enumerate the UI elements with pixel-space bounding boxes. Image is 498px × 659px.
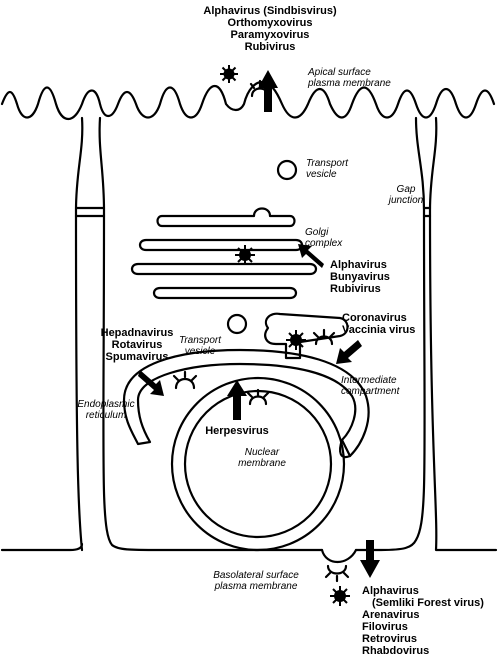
virus-particle-apical [220, 65, 238, 83]
label-line: Alphavirus [330, 259, 387, 271]
label-line: plasma membrane [307, 78, 391, 89]
label-line: (Semliki Forest virus) [372, 597, 484, 609]
label-line: Rubivirus [330, 283, 381, 295]
virus-particle-intermediate [286, 330, 306, 350]
label-line: Hepadnavirus [101, 327, 174, 339]
left-lateral-membrane [76, 118, 82, 550]
label-line: Paramyxovirus [231, 29, 310, 41]
arrow-intermediate-budding [336, 340, 362, 364]
label-line: Rubivirus [245, 41, 296, 53]
transport-vesicle-mid [228, 315, 246, 333]
golgi-cisterna-2 [140, 240, 302, 250]
label-line: Nuclear [245, 447, 280, 458]
golgi-cisterna-1 [158, 209, 295, 227]
gap-junction-left [76, 208, 104, 216]
arrow-er-budding [138, 370, 164, 396]
golgi-cisterna-3 [132, 264, 316, 274]
label-line: vesicle [185, 346, 216, 357]
arrow-basolateral-release [360, 540, 380, 578]
label-line: reticulum [86, 410, 127, 421]
virus-particle-golgi [235, 245, 255, 265]
right-lateral-membrane-outer [430, 118, 496, 550]
label-line: Alphavirus (Sindbisvirus) [203, 5, 337, 17]
label-line: Alphavirus [362, 585, 419, 597]
label-line: Gap [397, 184, 416, 195]
label-line: Spumavirus [106, 351, 169, 363]
label-line: Bunyavirus [330, 271, 390, 283]
label-line: Rhabdovirus [362, 645, 429, 657]
label-line: Retrovirus [362, 633, 417, 645]
label-line: Vaccinia virus [342, 324, 415, 336]
label-line: Transport [306, 158, 349, 169]
transport-vesicle-top [278, 161, 296, 179]
apical-plasma-membrane [2, 82, 494, 119]
label-line: Transport [179, 335, 222, 346]
label-line: compartment [341, 386, 401, 397]
budding-virus-er-left [174, 372, 196, 388]
arrow-nucleus-budding [227, 380, 247, 420]
label-line: Arenavirus [362, 609, 419, 621]
budding-virus-intermediate [314, 330, 334, 344]
basolateral-plasma-membrane [322, 550, 356, 562]
label-line: Golgi [305, 227, 329, 238]
label-line: membrane [238, 458, 286, 469]
label-line: vesicle [306, 169, 337, 180]
label-line: Herpesvirus [205, 425, 269, 437]
label-line: Filovirus [362, 621, 408, 633]
label-herpesvirus: Herpesvirus [205, 425, 269, 437]
label-line: Orthomyxovirus [228, 17, 313, 29]
budding-virus-basolateral [326, 566, 348, 581]
virus-particle-basolateral [330, 586, 350, 606]
golgi-cisterna-4 [154, 288, 296, 298]
neighbor-cell-membrane-left [2, 544, 82, 550]
label-line: Endoplasmic [77, 399, 134, 410]
endoplasmic-reticulum [124, 350, 369, 456]
label-line: Intermediate [341, 375, 397, 386]
label-line: plasma membrane [214, 581, 298, 592]
label-line: Coronavirus [342, 312, 407, 324]
label-line: complex [305, 238, 343, 249]
label-basolateral-viruses: Alphavirus(Semliki Forest virus)Arenavir… [362, 585, 484, 657]
label-line: Basolateral surface [213, 570, 299, 581]
label-line: Rotavirus [112, 339, 163, 351]
label-line: junction [387, 195, 424, 206]
label-line: Apical surface [307, 67, 371, 78]
